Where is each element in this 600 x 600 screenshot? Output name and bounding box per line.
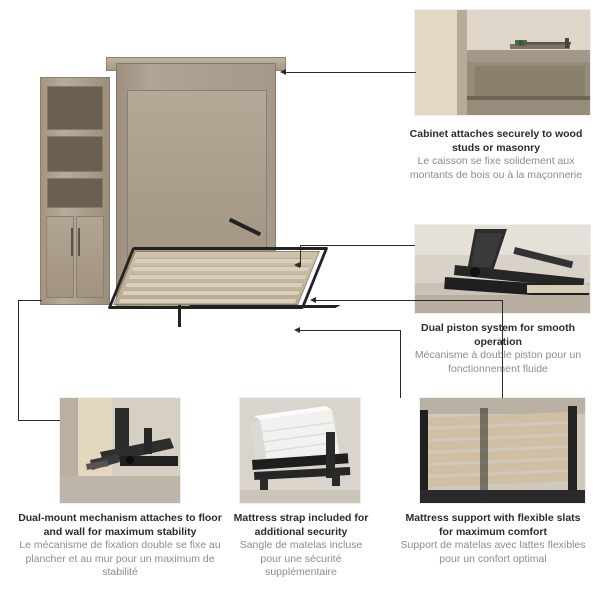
callout-mattress-support-en: Mattress support with flexible slats for… xyxy=(405,512,581,538)
callout-cabinet-attaches-fr: Le caisson se fixe solidement aux montan… xyxy=(409,155,583,181)
callout-dual-piston-en: Dual piston system for smooth operation xyxy=(420,322,576,348)
leader-line-dualmount-h-top xyxy=(18,300,42,301)
callout-mattress-support-fr: Support de matelas avec lattes flexibles… xyxy=(400,539,586,565)
tower-shelf-middle xyxy=(47,136,103,172)
photo-mattress-strap xyxy=(240,398,360,503)
tower-door-left xyxy=(46,216,74,298)
callout-mattress-strap-fr: Sangle de matelas incluse pour une sécur… xyxy=(239,539,363,578)
tower-shelf-lower xyxy=(47,178,103,208)
callout-dual-mount-en: Dual-mount mechanism attaches to floor a… xyxy=(18,512,222,538)
tower-door-right xyxy=(76,216,104,298)
leader-line-cabinet xyxy=(286,72,416,73)
tower-handle-left xyxy=(71,228,73,256)
tower-shelf-top xyxy=(47,86,103,130)
bed-support-leg xyxy=(185,305,341,308)
leader-arrow-slats xyxy=(310,296,316,303)
leader-arrow-piston xyxy=(294,262,300,268)
leader-line-dualmount-v xyxy=(18,300,19,420)
callout-dual-piston: Dual piston system for smooth operation … xyxy=(408,322,588,376)
storage-tower xyxy=(40,77,110,305)
photo-dual-mount xyxy=(60,398,180,503)
callout-mattress-strap: Mattress strap included for additional s… xyxy=(228,512,374,580)
leader-arrow-cabinet xyxy=(280,68,286,75)
leader-arrow-strap xyxy=(294,326,300,333)
callout-dual-piston-fr: Mécanisme à double piston pour un foncti… xyxy=(414,349,582,375)
callout-cabinet-attaches: Cabinet attaches securely to wood studs … xyxy=(400,128,592,182)
leader-line-dualmount-h-bottom xyxy=(18,420,60,421)
callout-mattress-support: Mattress support with flexible slats for… xyxy=(398,512,588,566)
photo-slats xyxy=(420,398,585,503)
leader-line-piston xyxy=(300,245,415,246)
tower-handle-right xyxy=(78,228,80,256)
callout-cabinet-attaches-en: Cabinet attaches securely to wood studs … xyxy=(409,128,583,154)
photo-cabinet-mount xyxy=(415,10,590,115)
callout-dual-mount: Dual-mount mechanism attaches to floor a… xyxy=(14,512,226,580)
callout-dual-mount-fr: Le mécanisme de fixation double se fixe … xyxy=(19,539,221,578)
murphy-bed-illustration xyxy=(28,55,341,355)
bed-metal-frame xyxy=(107,247,329,309)
leader-line-strap-h xyxy=(300,330,400,331)
leader-line-piston-down xyxy=(300,245,301,267)
callout-mattress-strap-en: Mattress strap included for additional s… xyxy=(233,512,369,538)
leader-line-slats-v xyxy=(502,300,503,398)
leader-line-strap-v xyxy=(400,330,401,398)
leader-line-slats-h xyxy=(316,300,502,301)
photo-piston xyxy=(415,225,590,313)
bed-support-leg-foot xyxy=(178,305,181,327)
